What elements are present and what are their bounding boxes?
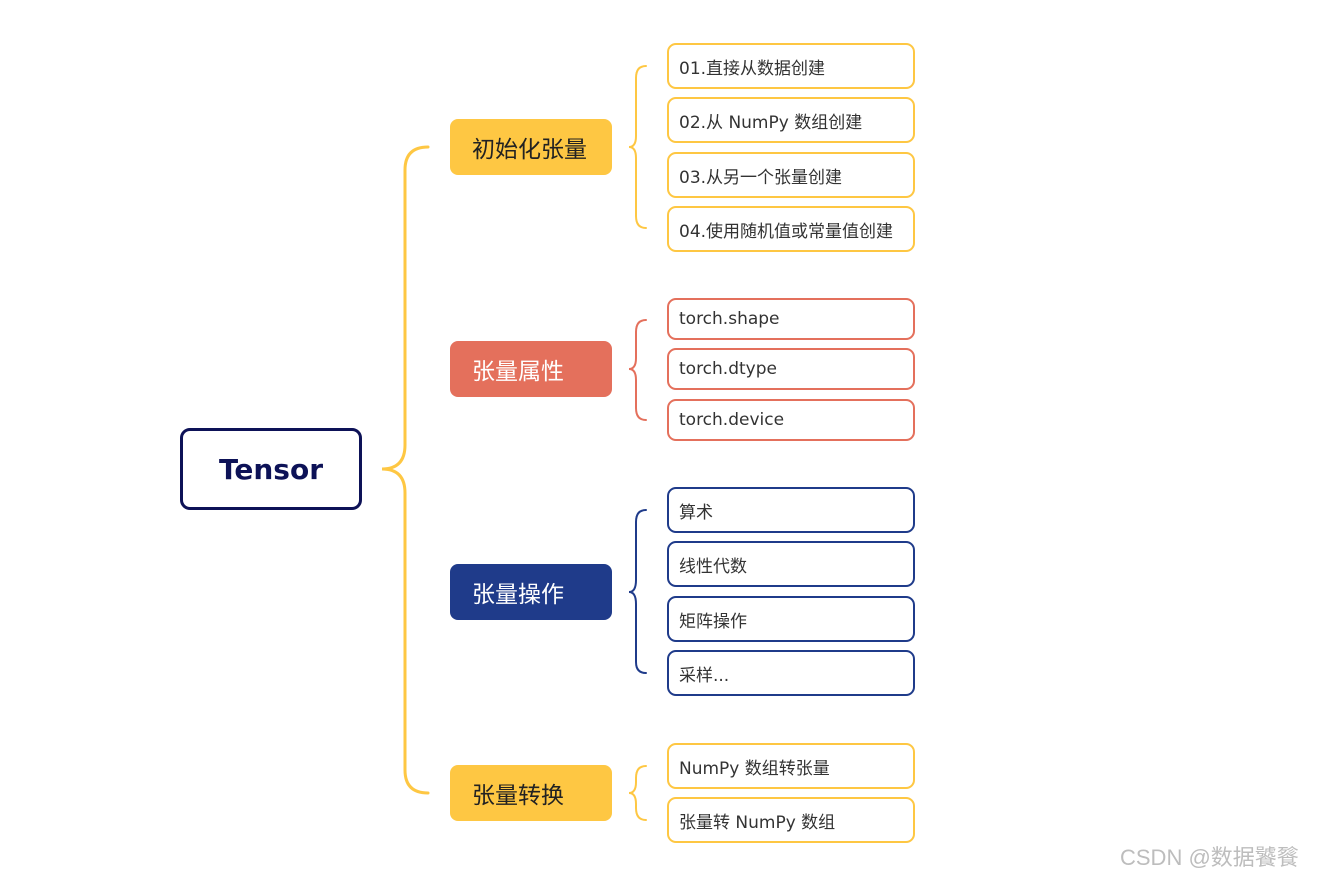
leaf-init-3: 03.从另一个张量创建 [667,152,915,198]
leaf-attributes-3: torch.device [667,399,915,441]
leaf-label: torch.dtype [679,359,777,379]
brace-attributes [628,319,647,421]
brace-conversion [628,765,647,821]
leaf-init-4: 04.使用随机值或常量值创建 [667,206,915,252]
category-label: 张量转换 [472,783,564,809]
leaf-label: 张量转 NumPy 数组 [679,812,836,833]
category-attributes: 张量属性 [450,341,612,397]
category-label: 张量操作 [472,582,564,608]
leaf-label: torch.shape [679,309,780,329]
leaf-label: 矩阵操作 [679,611,747,632]
leaf-label: 01.直接从数据创建 [679,58,826,79]
category-init: 初始化张量 [450,119,612,175]
leaf-init-2: 02.从 NumPy 数组创建 [667,97,915,143]
leaf-init-1: 01.直接从数据创建 [667,43,915,89]
leaf-label: 02.从 NumPy 数组创建 [679,112,863,133]
brace-operations [628,509,647,674]
category-conversion: 张量转换 [450,765,612,821]
leaf-label: 采样... [679,665,730,686]
leaf-conversion-2: 张量转 NumPy 数组 [667,797,915,843]
leaf-conversion-1: NumPy 数组转张量 [667,743,915,789]
brace-init [628,65,647,229]
category-operations: 张量操作 [450,564,612,620]
leaf-operations-1: 算术 [667,487,915,533]
leaf-attributes-2: torch.dtype [667,348,915,390]
leaf-label: 算术 [679,502,713,523]
watermark: CSDN @数据饕餮 [1120,845,1299,870]
root-node: Tensor [180,428,362,510]
leaf-label: 03.从另一个张量创建 [679,167,843,188]
leaf-label: 线性代数 [679,556,747,577]
leaf-label: torch.device [679,410,785,430]
leaf-operations-2: 线性代数 [667,541,915,587]
category-label: 张量属性 [472,359,564,385]
leaf-label: 04.使用随机值或常量值创建 [679,221,894,242]
leaf-operations-4: 采样... [667,650,915,696]
root-label: Tensor [218,452,323,486]
category-label: 初始化张量 [472,137,587,163]
leaf-operations-3: 矩阵操作 [667,596,915,642]
leaf-label: NumPy 数组转张量 [679,758,830,779]
main-brace [381,145,430,795]
leaf-attributes-1: torch.shape [667,298,915,340]
